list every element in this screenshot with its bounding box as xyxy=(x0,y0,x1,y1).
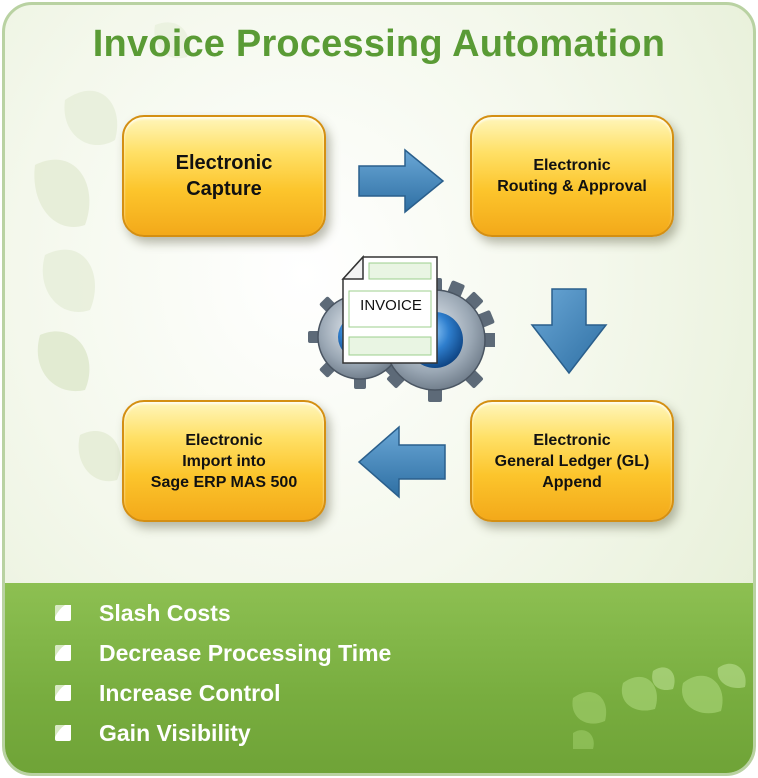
step-electronic-capture: Electronic Capture xyxy=(122,115,326,237)
step-gl-line3: Append xyxy=(542,473,602,491)
step-routing-line2: Routing & Approval xyxy=(497,178,647,195)
step-import-line1: Electronic xyxy=(185,431,263,449)
step-capture-line1: Electronic xyxy=(175,152,273,174)
step-capture-line2: Capture xyxy=(186,178,262,200)
benefit-text: Slash Costs xyxy=(99,599,231,626)
bullet-icon xyxy=(55,605,71,621)
bullet-icon xyxy=(55,645,71,661)
step-gl-line1: Electronic xyxy=(533,431,611,449)
list-item: Increase Control xyxy=(53,673,391,713)
invoice-document-icon xyxy=(341,255,438,364)
page-title: Invoice Processing Automation xyxy=(92,23,666,65)
list-item: Decrease Processing Time xyxy=(53,633,391,673)
gears-invoice-graphic xyxy=(308,255,495,402)
list-item: Gain Visibility xyxy=(53,713,391,753)
step-routing-approval: Electronic Routing & Approval xyxy=(470,115,674,237)
benefit-text: Decrease Processing Time xyxy=(99,639,392,666)
step-import-line2: Import into xyxy=(182,452,266,470)
step-routing-line1: Electronic xyxy=(533,157,611,174)
arrow-right-icon xyxy=(358,148,445,214)
benefit-text: Gain Visibility xyxy=(99,719,251,746)
arrow-down-icon xyxy=(530,288,608,375)
benefit-text: Increase Control xyxy=(99,679,281,706)
bullet-icon xyxy=(55,725,71,741)
benefits-list: Slash Costs Decrease Processing Time Inc… xyxy=(53,593,391,753)
step-import-sage: Electronic Import into Sage ERP MAS 500 xyxy=(122,400,326,522)
arrow-left-icon xyxy=(357,425,446,499)
bullet-icon xyxy=(55,685,71,701)
benefits-panel: Slash Costs Decrease Processing Time Inc… xyxy=(5,583,753,773)
decorative-leaves xyxy=(572,663,746,749)
background-leaves xyxy=(34,22,190,482)
list-item: Slash Costs xyxy=(53,593,391,633)
step-general-ledger-append: Electronic General Ledger (GL) Append xyxy=(470,400,674,522)
step-gl-line2: General Ledger (GL) xyxy=(494,452,650,470)
invoice-label: INVOICE xyxy=(360,297,422,314)
step-import-line3: Sage ERP MAS 500 xyxy=(150,473,298,491)
